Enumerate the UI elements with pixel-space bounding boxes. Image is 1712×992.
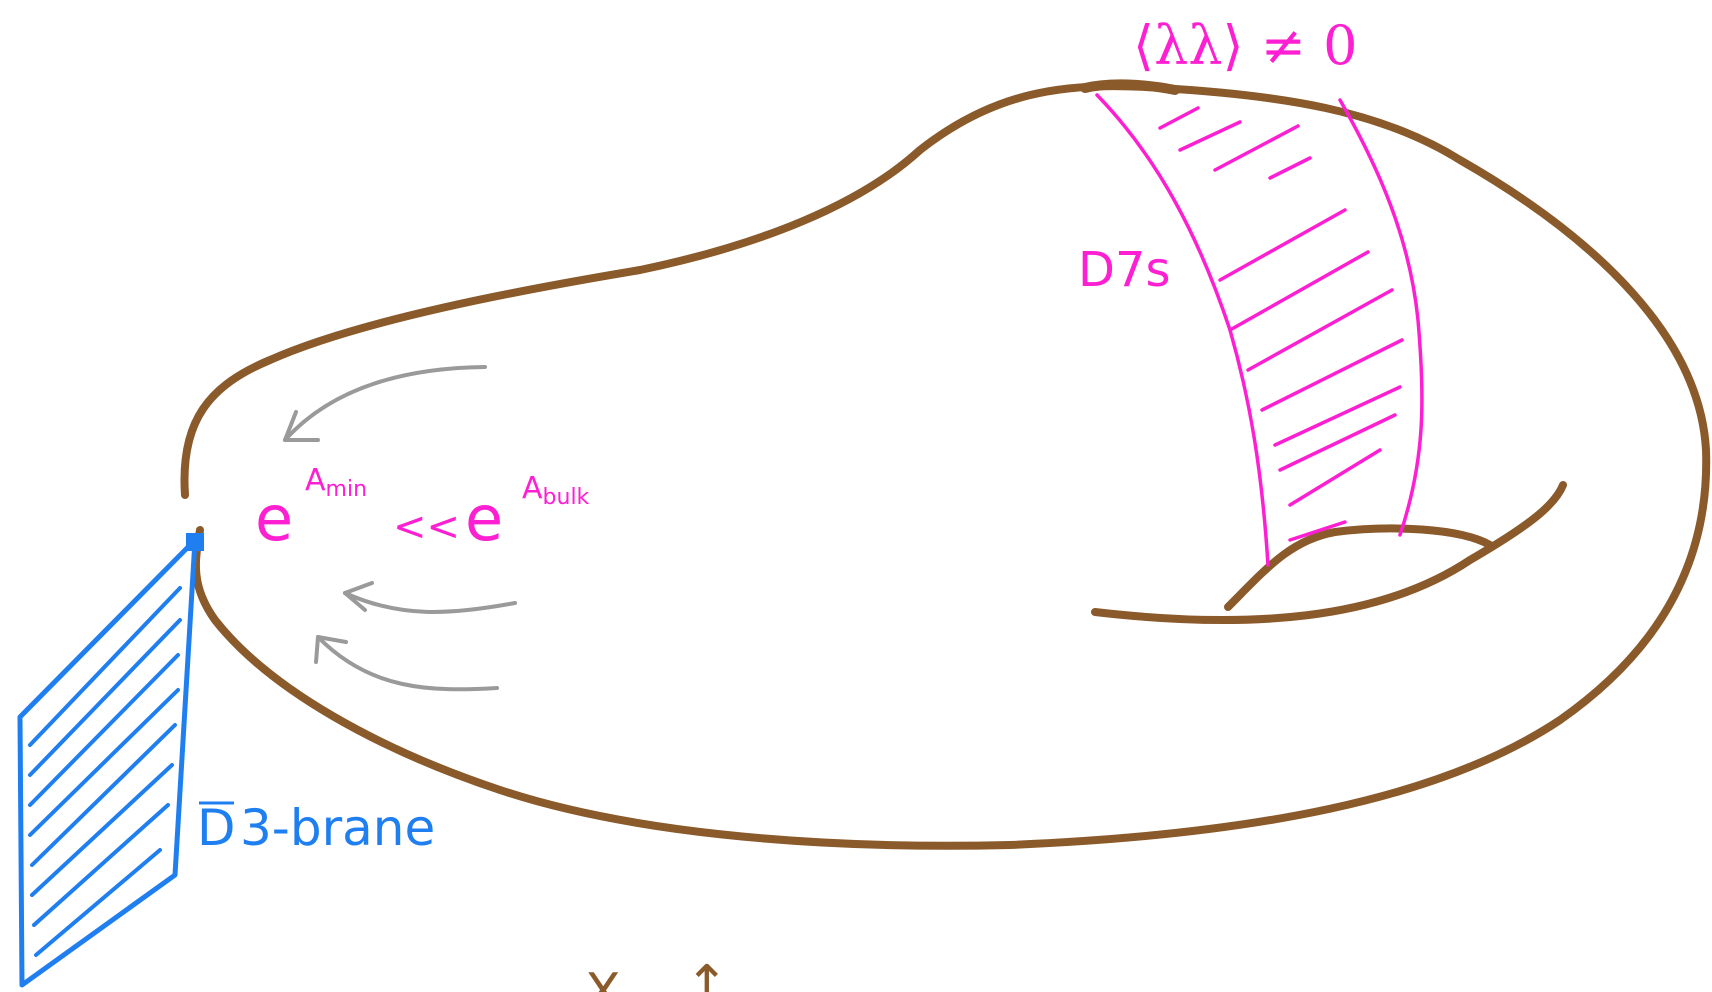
antibrane-label: D 3-brane (197, 799, 435, 857)
d7-brane-band (1097, 95, 1422, 565)
antibrane-outline (20, 540, 195, 985)
d7-left-edge (1097, 95, 1268, 565)
bottom-annotation: X ↑ (585, 955, 729, 992)
gaugino-condensate-label: ⟨λλ⟩ ≠ 0 (1133, 14, 1358, 77)
bottom-symbol: X (585, 963, 621, 992)
anti-d3-brane (20, 533, 204, 985)
d7-hatching (1160, 108, 1402, 540)
arrow-left-icon (316, 637, 497, 689)
warp-factor-inequality: e Amin << e Abulk (255, 463, 590, 555)
manifold-top-mark (1085, 84, 1175, 90)
bottom-arrow-icon: ↑ (685, 955, 729, 992)
warp-right-exponent: Abulk (522, 471, 590, 510)
antibrane-label-rest: 3-brane (240, 799, 435, 857)
warp-relation: << (393, 504, 460, 550)
d7-label: D7s (1078, 242, 1171, 298)
arrow-left-icon (285, 367, 485, 440)
warp-left-exponent: Amin (305, 463, 367, 502)
manifold-outline (184, 86, 1706, 846)
warp-left-base: e (255, 482, 293, 555)
arrow-left-icon (345, 583, 515, 612)
warp-right-subscript: bulk (543, 485, 590, 510)
antibrane-anchor-point (186, 533, 204, 551)
manifold-hole-lower (1095, 485, 1563, 620)
warp-left-subscript: min (326, 477, 368, 502)
antibrane-hatching (30, 588, 180, 955)
d7-right-edge (1340, 100, 1422, 535)
warp-right-base: e (465, 482, 503, 555)
antibrane-label-d: D (197, 799, 236, 857)
